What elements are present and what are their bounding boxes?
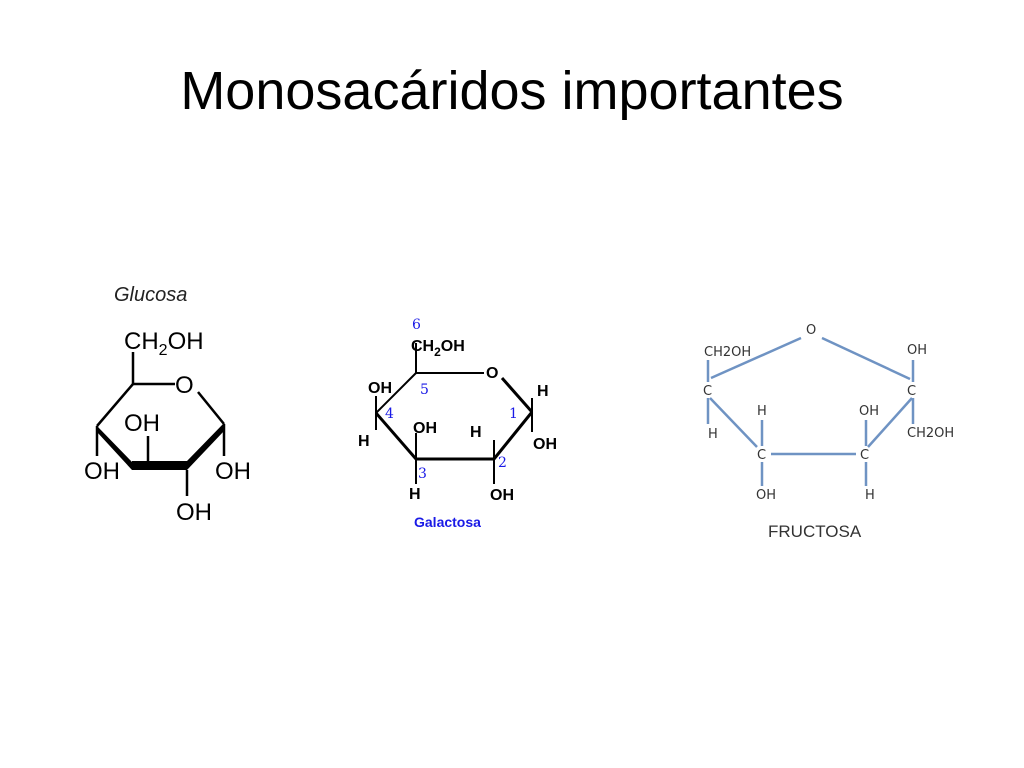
fructose-oh-bottom-left: OH <box>756 488 776 503</box>
fructose-c-bottom-right: C <box>860 448 869 463</box>
slide-title: Monosacáridos importantes <box>180 61 844 121</box>
galactose-num-3: 3 <box>418 466 427 482</box>
glucose-wedge-right <box>187 423 224 470</box>
glucose-label: Glucosa <box>114 284 187 306</box>
fructose-ch2oh-right: CH2OH <box>907 426 954 441</box>
galactose-h-c1: H <box>537 383 549 400</box>
galactose-ring-oxygen: O <box>486 365 498 382</box>
fructose-bond-o-cright <box>821 336 911 381</box>
glucose-wedge-left <box>97 426 132 470</box>
fructose-ch2oh-left: CH2OH <box>704 345 751 360</box>
galactose-bond-c1-c2 <box>492 411 534 460</box>
galactose-bond-o-c1 <box>500 377 534 413</box>
glucose-oh-c1: OH <box>215 458 251 485</box>
fructose-h-bottom-right: H <box>865 488 875 503</box>
galactose-h-c4: H <box>358 433 370 450</box>
fructose-bond-cright-cbr <box>867 397 913 448</box>
galactose-ch2oh: CH2OH <box>411 338 465 359</box>
glucose-structure: Glucosa CH2OH O OH OH OH OH <box>84 284 251 526</box>
glucose-ring-oxygen: O <box>175 372 194 399</box>
galactose-label: Galactosa <box>414 514 481 530</box>
galactose-num-1: 1 <box>509 406 518 422</box>
fructose-structure: O CH2OH OH C C H OH H CH2OH C C OH H FRU… <box>703 323 954 541</box>
fructose-c-left: C <box>703 384 712 399</box>
galactose-num-6: 6 <box>412 317 421 333</box>
fructose-h-top-left: H <box>757 404 767 419</box>
glucose-bond-c5-c4 <box>96 383 134 427</box>
fructose-oh-right: OH <box>907 343 927 358</box>
fructose-ring-oxygen: O <box>806 323 816 338</box>
galactose-h-c3: H <box>409 486 421 503</box>
fructose-h-left: H <box>708 427 718 442</box>
fructose-bond-cleft-cbl <box>709 397 758 448</box>
galactose-num-2: 2 <box>498 455 507 471</box>
galactose-num-4: 4 <box>385 406 394 422</box>
glucose-oh-c4: OH <box>84 458 120 485</box>
galactose-h-c2: H <box>470 424 482 441</box>
galactose-oh-c4: OH <box>368 380 392 397</box>
fructose-label: FRUCTOSA <box>768 522 862 541</box>
glucose-bond-o-c1 <box>197 391 225 425</box>
galactose-num-5: 5 <box>420 382 429 398</box>
galactose-bond-c4-c5 <box>375 372 417 414</box>
glucose-bond-front <box>132 461 187 470</box>
galactose-oh-c1: OH <box>533 436 557 453</box>
glucose-oh-c2: OH <box>176 499 212 526</box>
glucose-ch2oh: CH2OH <box>124 328 204 359</box>
fructose-oh-top-right: OH <box>859 404 879 419</box>
galactose-oh-c2: OH <box>490 487 514 504</box>
fructose-bond-o-cleft <box>710 336 802 380</box>
fructose-c-bottom-left: C <box>757 448 766 463</box>
galactose-bond-c3-c4 <box>374 412 418 460</box>
glucose-oh-c3: OH <box>124 410 160 437</box>
fructose-c-right: C <box>907 384 916 399</box>
galactose-structure: 6 5 4 1 3 2 CH2OH O OH H OH H H OH H OH … <box>358 317 557 530</box>
galactose-oh-c3: OH <box>413 420 437 437</box>
